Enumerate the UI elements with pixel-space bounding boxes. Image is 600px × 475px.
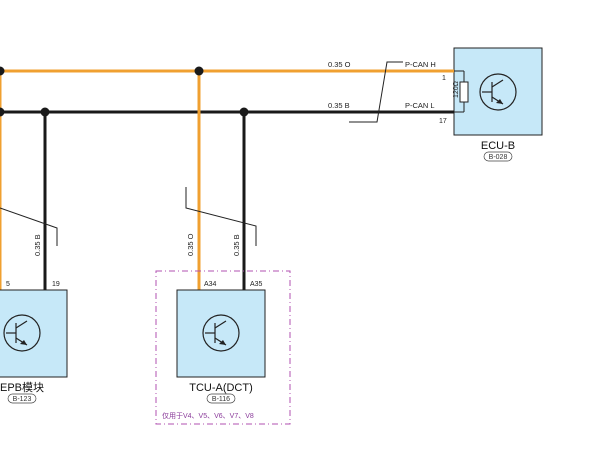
epb-pin-right: 19 <box>52 281 60 288</box>
junction-dot <box>40 107 50 117</box>
tcu-variant-frame <box>155 270 291 425</box>
tcu-orange-spec: 0.35 O <box>186 233 195 256</box>
tcu-module[interactable] <box>176 289 266 378</box>
junction-dot <box>194 66 204 76</box>
ecu-b-name: ECU-B <box>481 140 515 152</box>
transistor-icon <box>202 314 240 352</box>
transistor-icon <box>479 73 517 111</box>
bottom-wire-signal: P-CAN L <box>405 101 435 110</box>
transistor-icon <box>3 314 41 352</box>
tcu-twist-marker <box>185 187 257 246</box>
junction-dot <box>0 107 5 117</box>
junction-dot <box>239 107 249 117</box>
epb-name: EPB模块 <box>0 381 44 394</box>
tcu-pin-right: A35 <box>250 281 263 288</box>
tcu-code-badge <box>206 393 236 404</box>
ecu-b-module[interactable] <box>453 47 543 136</box>
ecu-b-code-badge <box>483 151 513 162</box>
tcu-pin-left: A34 <box>204 281 217 288</box>
ecu-b-code: B-028 <box>489 154 508 161</box>
twisted-pair-marker <box>349 61 403 123</box>
termination-resistor <box>459 81 469 103</box>
bottom-wire-spec: 0.35 B <box>328 101 350 110</box>
epb-code-badge <box>7 393 37 404</box>
tcu-code: B-116 <box>212 396 230 403</box>
resistor-label: 120Ω <box>453 81 460 98</box>
ecu-pin-top: 1 <box>442 75 446 82</box>
epb-wire-spec: 0.35 B <box>33 234 42 256</box>
ecu-pin-bottom: 17 <box>439 118 447 125</box>
tcu-black-spec: 0.35 B <box>232 234 241 256</box>
tcu-variant-note: 仅用于V4、V5、V6、V7、V8 <box>162 411 254 420</box>
top-wire-spec: 0.35 O <box>328 60 351 69</box>
tcu-name: TCU-A(DCT) <box>189 382 253 394</box>
epb-pin-left: 5 <box>6 281 10 288</box>
top-wire-signal: P-CAN H <box>405 60 436 69</box>
epb-code: B-123 <box>13 396 32 403</box>
epb-twist-marker <box>0 207 58 246</box>
junction-dot <box>0 66 5 76</box>
